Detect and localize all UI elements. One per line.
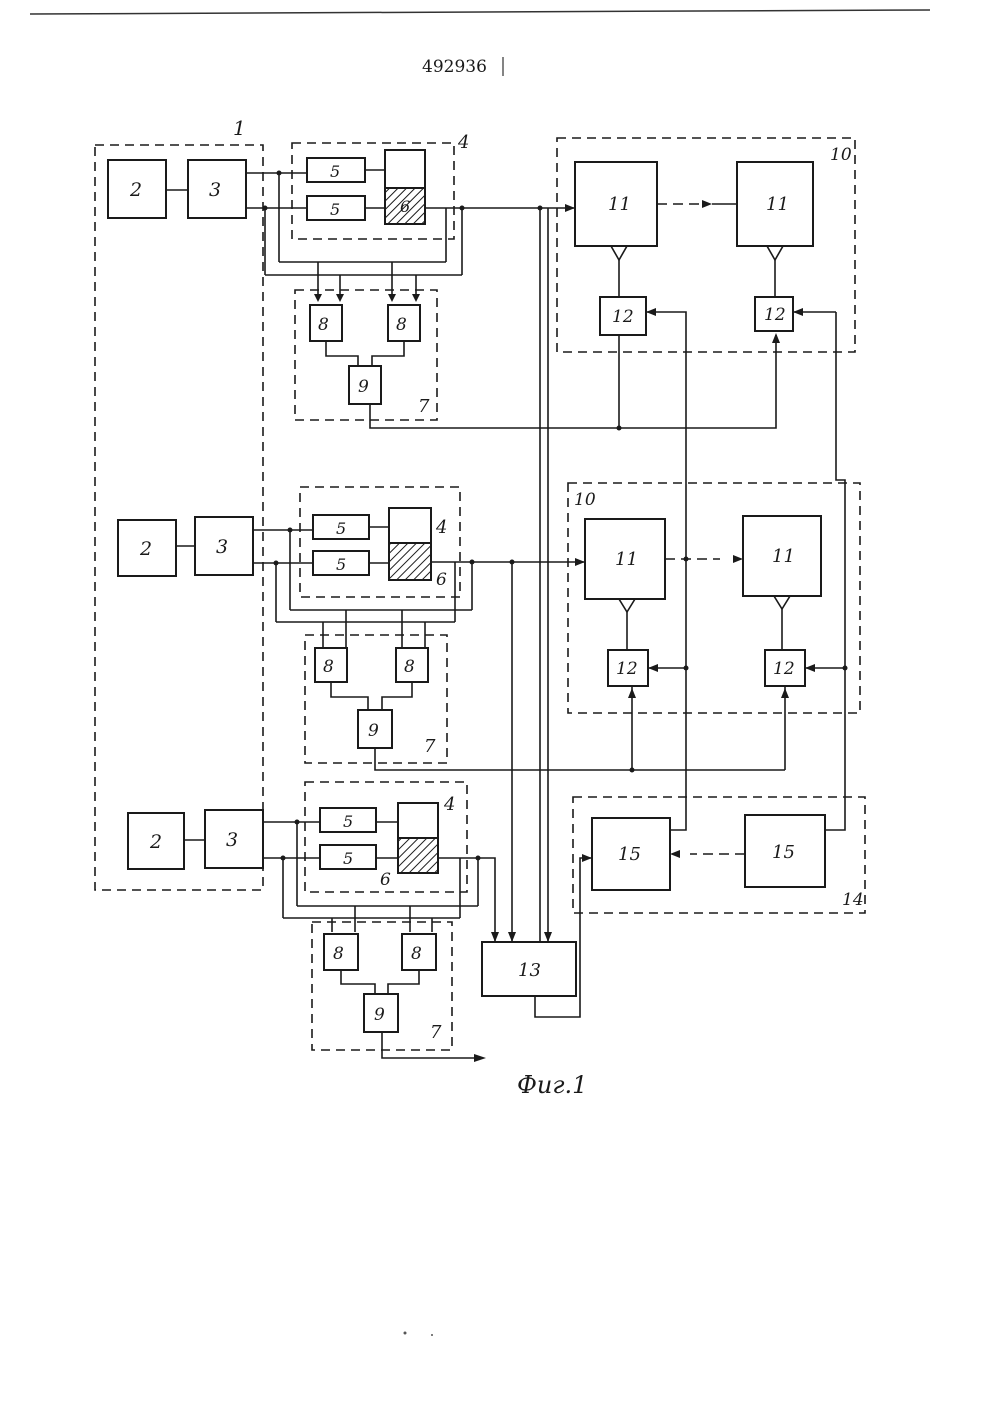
label-8b-mid: 8 (404, 657, 415, 677)
label-7-bot: 7 (430, 1022, 442, 1043)
label-1: 1 (233, 116, 246, 140)
label-5b-top: 5 (330, 200, 340, 219)
label-3-top: 3 (209, 179, 221, 201)
label-8b-top: 8 (396, 315, 407, 335)
label-6-bot: 6 (380, 870, 391, 890)
label-5a-mid: 5 (336, 519, 346, 538)
label-4-mid: 4 (435, 517, 447, 538)
document-number: 492936 (422, 57, 487, 77)
top-border-line (30, 10, 930, 14)
label-6-mid: 6 (436, 570, 447, 590)
label-12b-mid: 12 (773, 659, 795, 679)
label-11b-top: 11 (766, 194, 789, 215)
label-8a-bot: 8 (333, 944, 344, 964)
label-9-top: 9 (358, 377, 369, 397)
label-14: 14 (842, 890, 864, 910)
label-12a-mid: 12 (616, 659, 638, 679)
label-2-top: 2 (129, 179, 142, 201)
label-9-mid: 9 (368, 721, 379, 741)
block-6-bot-hatch (398, 838, 438, 873)
label-11a-top: 11 (608, 194, 631, 215)
label-5b-bot: 5 (343, 849, 353, 868)
label-12b-top: 12 (764, 305, 786, 325)
label-11b-mid: 11 (772, 546, 795, 567)
label-2-bot: 2 (149, 831, 162, 853)
label-6-top: 6 (400, 197, 410, 216)
label-8a-top: 8 (318, 315, 329, 335)
label-3-bot: 3 (226, 829, 238, 851)
label-12a-top: 12 (612, 307, 634, 327)
label-4-bot: 4 (443, 794, 455, 815)
label-11a-mid: 11 (615, 549, 638, 570)
label-5a-bot: 5 (343, 812, 353, 831)
label-5a-top: 5 (330, 162, 340, 181)
label-2-mid: 2 (139, 538, 152, 560)
label-15b: 15 (772, 842, 795, 863)
label-7-top: 7 (418, 396, 430, 417)
label-7-mid: 7 (424, 736, 436, 757)
label-10-top: 10 (830, 145, 852, 165)
label-3-mid: 3 (216, 536, 228, 558)
label-4-top: 4 (457, 132, 469, 153)
label-9-bot: 9 (374, 1005, 385, 1025)
label-13: 13 (518, 960, 541, 981)
label-15a: 15 (618, 844, 641, 865)
figure-caption: Фиг.1 (517, 1071, 587, 1099)
block-6-mid-hatch (389, 543, 431, 580)
label-5b-mid: 5 (336, 555, 346, 574)
label-8a-mid: 8 (323, 657, 334, 677)
label-8b-bot: 8 (411, 944, 422, 964)
label-10-mid: 10 (574, 490, 596, 510)
